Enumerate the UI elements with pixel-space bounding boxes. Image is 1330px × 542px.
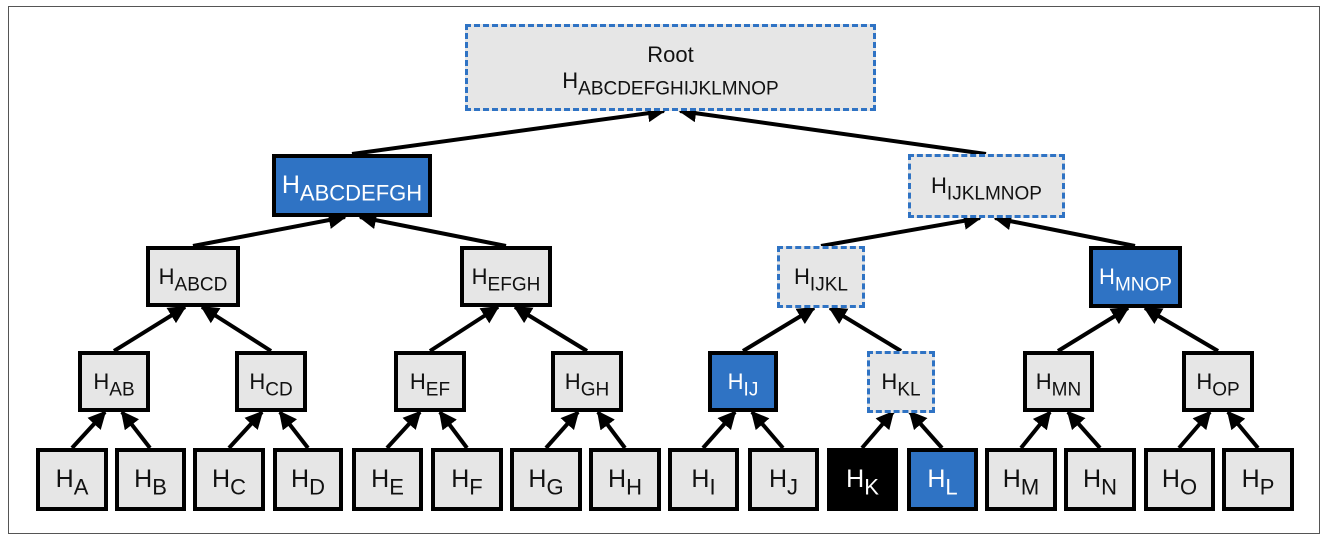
edge-arrow-21 xyxy=(828,306,903,353)
node-h-ijkl: HIJKL xyxy=(777,246,865,308)
node-h-efgh: HEFGH xyxy=(460,246,552,307)
root-node: Root HABCDEFGHIJKLMNOP xyxy=(465,24,876,111)
node-h-ijklmnop: HIJKLMNOP xyxy=(908,154,1065,218)
edge-arrow-7 xyxy=(596,410,627,450)
root-hash-label: HABCDEFGHIJKLMNOP xyxy=(562,67,779,100)
edge-arrow-9 xyxy=(750,410,785,450)
edge-arrow-25 xyxy=(358,211,507,248)
node-h-g: HG xyxy=(510,448,582,511)
edge-arrow-23 xyxy=(1143,306,1220,353)
edge-arrow-24 xyxy=(192,211,347,248)
node-h-n: HN xyxy=(1064,448,1136,511)
edge-arrow-29 xyxy=(678,104,987,156)
node-h-ab: HAB xyxy=(78,351,150,412)
node-h-mnop: HMNOP xyxy=(1089,246,1182,308)
node-h-mn: HMN xyxy=(1023,351,1094,412)
edge-arrow-2 xyxy=(227,410,264,450)
edge-arrow-20 xyxy=(741,306,816,353)
node-h-ij: HIJ xyxy=(708,351,778,412)
edge-arrow-5 xyxy=(438,410,469,450)
edge-arrow-3 xyxy=(278,410,310,450)
node-h-cd: HCD xyxy=(235,351,307,412)
edge-arrow-1 xyxy=(120,410,152,450)
node-h-e: HE xyxy=(352,448,423,511)
node-h-op: HOP xyxy=(1182,351,1254,412)
edge-arrow-28 xyxy=(351,104,666,156)
edge-arrow-11 xyxy=(908,410,944,450)
edge-arrow-15 xyxy=(1226,410,1260,450)
edge-arrow-13 xyxy=(1066,410,1102,450)
node-h-abcdefgh: HABCDEFGH xyxy=(272,154,432,217)
edge-arrow-27 xyxy=(993,212,1136,248)
edge-arrow-12 xyxy=(1019,410,1052,450)
root-title: Root xyxy=(647,42,694,68)
edge-arrow-26 xyxy=(820,211,982,248)
node-h-f: HF xyxy=(431,448,503,511)
node-h-gh: HGH xyxy=(551,351,623,412)
diagram-frame xyxy=(8,6,1320,534)
edge-arrow-6 xyxy=(544,410,580,450)
edge-arrow-19 xyxy=(513,305,589,353)
node-h-a: HA xyxy=(36,448,108,511)
edge-arrow-0 xyxy=(70,410,107,450)
node-h-kl: HKL xyxy=(867,351,935,413)
node-h-b: HB xyxy=(115,448,186,511)
node-h-l: HL xyxy=(907,448,978,511)
node-h-c: HC xyxy=(193,448,265,511)
edge-arrow-8 xyxy=(701,410,737,450)
edge-arrow-17 xyxy=(200,305,273,353)
node-h-h: HH xyxy=(589,448,661,511)
node-h-i: HI xyxy=(668,448,739,511)
node-h-o: HO xyxy=(1144,448,1215,511)
node-h-abcd: HABCD xyxy=(146,246,240,307)
edge-arrow-4 xyxy=(385,410,422,450)
edge-arrow-16 xyxy=(112,305,187,353)
edge-arrow-22 xyxy=(1056,306,1130,353)
edge-arrow-14 xyxy=(1177,410,1212,450)
node-h-j: HJ xyxy=(748,448,819,511)
node-h-p: HP xyxy=(1222,448,1294,511)
node-h-d: HD xyxy=(273,448,343,511)
node-h-ef: HEF xyxy=(394,351,466,412)
edge-arrow-10 xyxy=(860,410,895,450)
node-h-m: HM xyxy=(985,448,1057,511)
node-h-k: HK xyxy=(827,448,898,511)
edge-arrow-18 xyxy=(428,305,500,353)
